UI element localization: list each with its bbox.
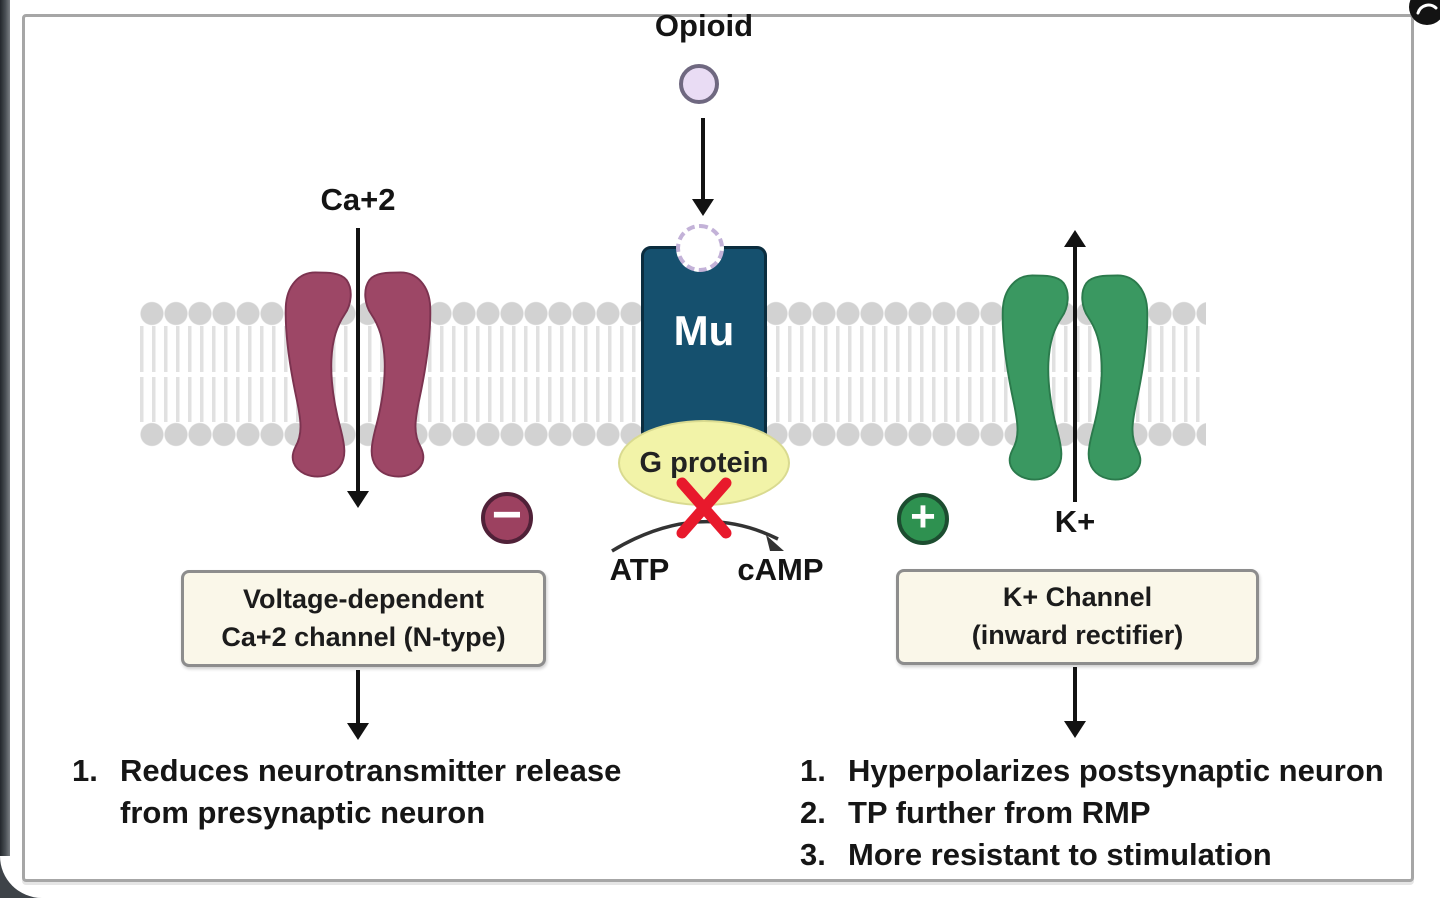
calcium-ion-label: Ca+2 xyxy=(320,182,396,217)
potassium-channel-label-box: K+ Channel (inward rectifier) xyxy=(896,569,1259,665)
camp-label: cAMP xyxy=(737,552,824,587)
item-text: More resistant to stimulation xyxy=(848,837,1272,873)
item-text: Hyperpolarizes postsynaptic neuron xyxy=(848,753,1384,788)
potassium-effect-arrow xyxy=(1064,667,1086,738)
opioid-binding-arrow xyxy=(692,118,714,216)
inhibition-badge: − xyxy=(481,486,533,544)
calcium-effects-list: 1. Reduces neurotransmitter release from… xyxy=(72,750,712,834)
item-number: 2. xyxy=(800,795,826,831)
ca-box-line2: Ca+2 channel (N-type) xyxy=(221,621,506,652)
calcium-effect-arrow xyxy=(347,670,369,740)
g-protein-label: G protein xyxy=(639,446,769,479)
list-item: 2. TP further from RMP xyxy=(800,792,1420,834)
calcium-influx-arrow xyxy=(347,228,369,508)
list-item: 1. Hyperpolarizes postsynaptic neuron xyxy=(800,750,1420,792)
window-edge-strip xyxy=(0,0,10,898)
item-number: 1. xyxy=(72,753,98,788)
atp-label: ATP xyxy=(609,552,670,587)
list-item: 1. Reduces neurotransmitter release from… xyxy=(72,750,712,834)
list-item: 3. More resistant to stimulation xyxy=(800,834,1420,876)
k-box-line1: K+ Channel xyxy=(1002,582,1153,613)
mu-receptor-label: Mu xyxy=(673,307,735,354)
item-number: 3. xyxy=(800,837,826,873)
ca-box-line1: Voltage-dependent xyxy=(242,583,484,614)
potassium-efflux-arrow xyxy=(1064,230,1086,502)
minus-icon: − xyxy=(491,486,523,544)
activation-badge: + xyxy=(897,493,949,545)
inhibition-x-icon xyxy=(676,477,732,539)
opioid-label: Opioid xyxy=(654,8,754,43)
calcium-channel-label-box: Voltage-dependent Ca+2 channel (N-type) xyxy=(181,570,546,667)
opioid-ligand-circle xyxy=(679,64,719,104)
audio-icon[interactable] xyxy=(1409,0,1440,25)
k-box-line2: (inward rectifier) xyxy=(971,620,1184,650)
item-text: Reduces neurotransmitter release from pr… xyxy=(120,753,622,831)
plus-icon: + xyxy=(910,492,936,541)
binding-site-circle xyxy=(676,224,724,272)
item-number: 1. xyxy=(800,753,826,788)
mu-receptor: Mu xyxy=(641,246,767,442)
potassium-ion-label: K+ xyxy=(1054,504,1096,539)
potassium-effects-list: 1. Hyperpolarizes postsynaptic neuron 2.… xyxy=(800,750,1420,876)
item-text: TP further from RMP xyxy=(848,795,1151,831)
card-border-frame xyxy=(22,14,1414,882)
